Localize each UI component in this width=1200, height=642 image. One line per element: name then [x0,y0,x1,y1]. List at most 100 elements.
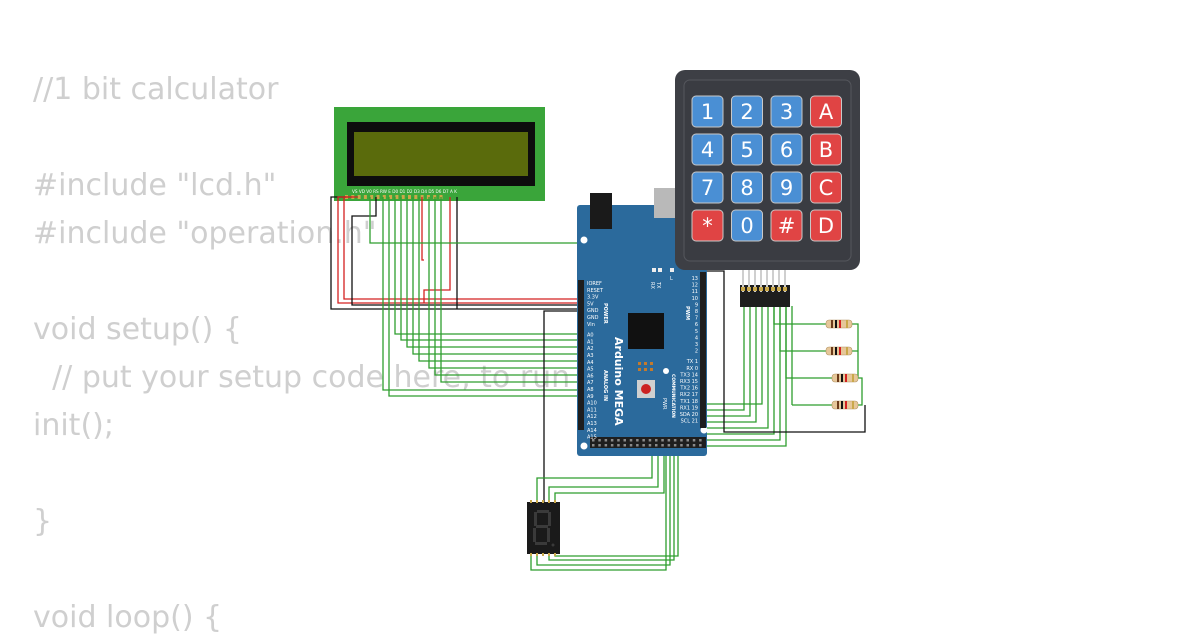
resistor-band [831,320,833,328]
arduino-header-pin [699,439,702,442]
keypad-key[interactable]: 1 [691,95,724,128]
keypad-key[interactable]: 3 [770,95,803,128]
code-line: void loop() { [33,600,223,635]
code-editor-background: //1 bit calculator#include "lcd.h"#inclu… [33,66,570,642]
seven-segment-display[interactable] [527,500,560,556]
seven-seg-pin [554,553,556,556]
seven-seg-pin [554,500,556,503]
code-line: // put your setup code here, to run [33,360,571,395]
arduino-pin-label: TX 1 [686,359,698,365]
arduino-pin-label: A14 [587,428,597,434]
keypad-pin [754,270,756,292]
wire-lcd-d6 [428,197,584,369]
keypad-key-face [810,209,842,242]
resistor[interactable] [825,319,853,329]
code-line: #include "lcd.h" [33,168,277,203]
keypad-key[interactable]: C [810,171,842,204]
resistor[interactable] [825,346,853,356]
keypad-pin-tip [753,287,757,291]
keypad-key[interactable]: B [810,133,842,166]
arduino-pin-label: 7 [695,316,698,322]
keypad-key[interactable]: D [810,209,842,242]
resistor[interactable] [831,373,859,383]
lcd-pin [363,195,367,199]
arduino-pin-label: GND [587,315,599,321]
keypad-pin [784,270,786,292]
usb-port [654,188,676,218]
keypad-key[interactable]: 9 [770,171,803,204]
arduino-header-pin [661,444,664,447]
keypad-pin [778,270,780,292]
arduino-mega-board[interactable]: TX RX L PWR Arduino MEGA POWER ANALOG IN… [577,188,708,456]
keypad-pin [766,270,768,292]
reset-button[interactable] [641,384,651,394]
lcd-pin [370,195,374,199]
seven-seg-pin [530,553,532,556]
arduino-header-pin [686,439,689,442]
keypad-key-label: 3 [780,100,793,124]
mounting-hole [580,236,588,244]
arduino-pin-label: A10 [587,401,597,407]
resistor[interactable] [831,400,859,410]
arduino-pin-label: 9 [695,302,698,308]
wire-7seg-b [548,446,659,502]
arduino-pin-label: A3 [587,353,594,359]
lcd-pin [401,195,405,199]
keypad-key-face [770,209,803,242]
arduino-header-pin [629,439,633,442]
keypad-key[interactable]: # [770,209,803,242]
resistor-band [852,374,854,382]
keypad-pin-tip [783,287,787,291]
wire-7seg-gnd [543,310,584,502]
keypad-key-label: 9 [780,176,793,200]
arduino-header-pin [617,439,620,442]
keypad-key-label: 7 [701,176,714,200]
arduino-header-pin [655,439,658,442]
keypad-key[interactable]: 0 [731,209,763,242]
keypad-key[interactable]: 7 [691,171,724,204]
keypad-key-label: A [819,100,834,124]
keypad-pin-tip [771,287,775,291]
lcd-pin [376,195,380,199]
arduino-pin-label: GND [587,308,599,314]
keypad-key[interactable]: 5 [731,133,763,166]
keypad-key[interactable]: A [810,95,842,128]
seven-seg-pin [530,500,532,503]
keypad-key[interactable]: 8 [731,171,763,204]
wire-lcd-rw [351,197,584,306]
mounting-hole [663,368,669,374]
keypad-key[interactable]: 4 [691,133,724,166]
resistor-band [845,401,847,409]
arduino-pin-label: 2 [695,349,698,355]
arduino-header-pin [629,444,633,447]
keypad-key-label: 0 [740,214,753,238]
code-line: //1 bit calculator [33,72,279,107]
keypad-key-face [770,95,803,128]
arduino-header-pin [592,444,595,447]
keypad-key[interactable]: 2 [731,95,763,128]
rx-led [658,268,662,272]
keypad-key-face [691,95,724,128]
arduino-pin-label: A0 [587,333,594,339]
resistor-band [839,320,841,328]
wire-lcd-d7 [434,197,584,376]
keypad-key-face [810,95,842,128]
wire-lcd-d1 [394,197,584,335]
wire-res-r3 [785,306,792,379]
lcd-screen [354,132,528,176]
keypad-key[interactable]: 6 [770,133,803,166]
wire-kp-4 [702,306,763,405]
arduino-header-pin [655,444,658,447]
keypad-key[interactable]: * [691,209,724,242]
lcd-display[interactable]: VS VD V0 RS RW E D0 D1 D2 D3 D4 D5 D6 D7… [334,107,545,201]
wire-lcd-d0 [388,197,584,397]
wire-lcd-5v [337,196,584,304]
keypad-key-label: 6 [780,138,793,162]
wire-lcd-v0 [343,196,584,300]
keypad-key-label: B [819,138,833,162]
resistor-band [837,374,839,382]
keypad-key-label: 5 [740,138,753,162]
keypad-key-face [731,95,763,128]
